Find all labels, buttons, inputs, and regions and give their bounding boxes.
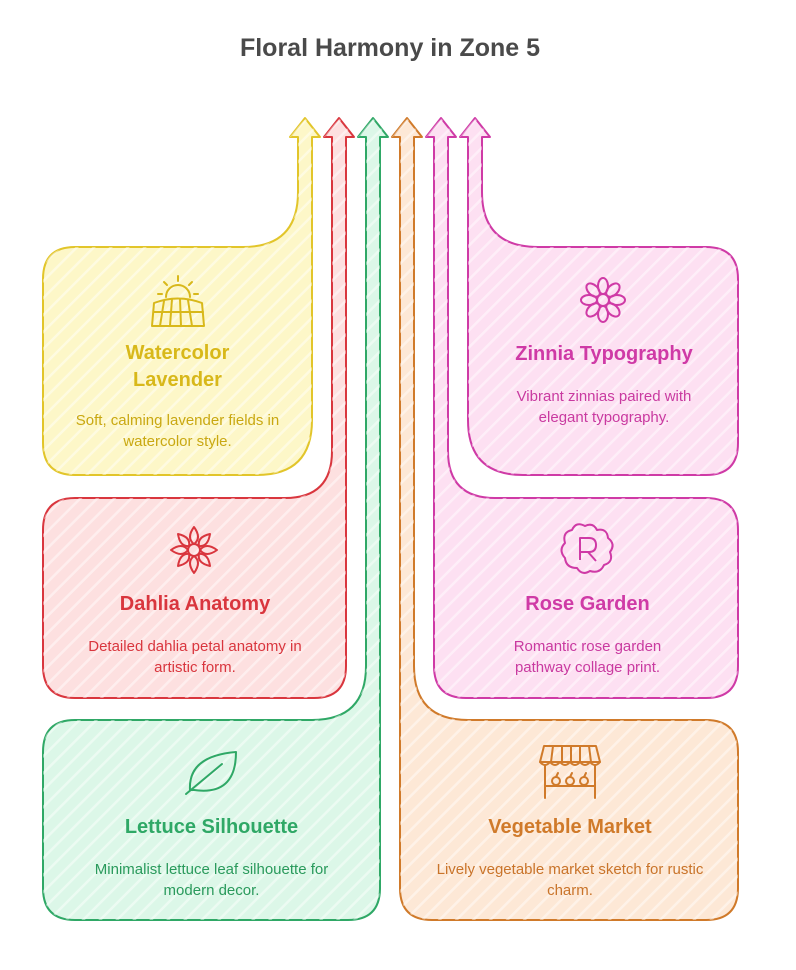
card-shape-lettuce-silhouette [42,117,389,921]
card-shape-watercolor-lavender [42,117,321,476]
card-description: Soft, calming lavender fields in waterco… [75,412,280,450]
card-description: Lively vegetable market sketch for rusti… [436,861,704,899]
card-title: Lettuce Silhouette [124,816,299,838]
market-stall-icon [539,745,601,799]
card-description: Romantic rose garden pathway collage pri… [513,638,662,676]
rose-r-icon [560,523,614,574]
card-rose-garden: Rose Garden Romantic rose garden pathway… [455,591,720,678]
dahlia-flower-icon [170,526,218,574]
card-title: Rose Garden [525,593,650,615]
card-vegetable-market: Vegetable Market Lively vegetable market… [420,814,720,901]
card-title: Zinnia Typography [515,343,693,365]
page-title: Floral Harmony in Zone 5 [239,34,541,62]
card-zinnia-typography: Zinnia Typography Vibrant zinnias paired… [488,341,720,428]
card-shape-dahlia-anatomy [42,117,355,699]
card-lettuce-silhouette: Lettuce Silhouette Minimalist lettuce le… [60,814,363,901]
card-title: Vegetable Market [488,816,652,838]
card-shape-rose-garden [425,117,739,699]
zinnia-flower-icon [580,277,626,323]
card-shape-vegetable-market [391,117,739,921]
card-description: Minimalist lettuce leaf silhouette for m… [94,861,329,899]
card-description: Detailed dahlia petal anatomy in artisti… [88,638,302,676]
card-title: Watercolor Lavender [125,342,230,391]
leaf-icon [185,751,237,795]
card-title: Dahlia Anatomy [119,593,271,615]
card-description: Vibrant zinnias paired with elegant typo… [516,388,692,426]
field-sun-icon [151,275,205,327]
card-watercolor-lavender: Watercolor Lavender Soft, calming lavend… [60,340,295,452]
card-dahlia-anatomy: Dahlia Anatomy Detailed dahlia petal ana… [60,591,330,678]
